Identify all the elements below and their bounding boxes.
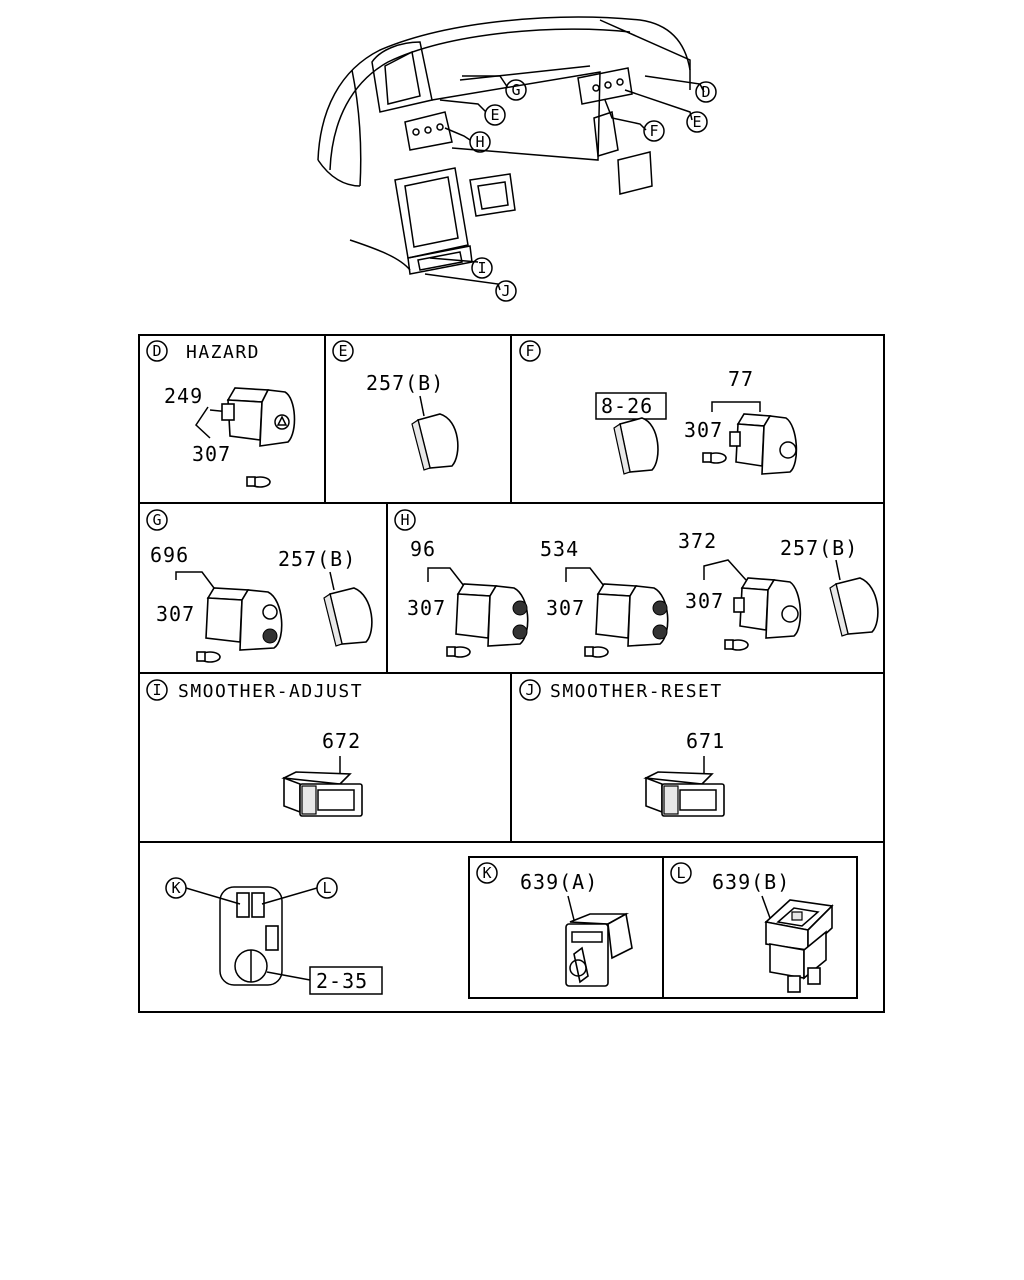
part-639B: 639(B) (712, 870, 790, 894)
bulb-icon (724, 639, 749, 651)
panel-E: E 257(B) (332, 340, 459, 471)
panel-L-letter: L (676, 864, 685, 882)
panel-J-smoother-reset: J SMOOTHER-RESET 671 (519, 679, 725, 817)
panel-H-letter: H (400, 511, 409, 529)
part-257B-G: 257(B) (278, 547, 356, 571)
panel-I-title: SMOOTHER-ADJUST (178, 681, 363, 702)
callout-K: K (171, 879, 180, 897)
callout-L: L (322, 879, 331, 897)
switch-body-icon (733, 577, 802, 639)
switch-cover-icon (411, 413, 459, 471)
part-257B-H: 257(B) (780, 536, 858, 560)
panel-E-letter: E (338, 342, 347, 360)
rotary-switch-icon (565, 912, 633, 987)
part-77: 77 (728, 367, 754, 391)
part-672: 672 (322, 729, 361, 753)
callout-H: H (475, 133, 484, 151)
switch-cover-icon (613, 417, 659, 475)
panel-K-letter: K (482, 864, 491, 882)
switch-body-icon (205, 587, 283, 651)
part-639A: 639(A) (520, 870, 598, 894)
part-372: 372 (678, 529, 717, 553)
switch-cover-icon (829, 577, 879, 637)
part-307-F: 307 (684, 418, 723, 442)
part-696: 696 (150, 543, 189, 567)
part-307-H1: 307 (407, 596, 446, 620)
bulb-icon (584, 646, 609, 658)
switch-cover-icon (323, 587, 373, 647)
bulb-icon (702, 452, 727, 464)
panel-K: K 639(A) (476, 862, 633, 987)
part-249: 249 (164, 384, 203, 408)
panel-D-letter: D (152, 342, 161, 360)
ref-8-26: 8-26 (601, 394, 653, 418)
panel-F: F 8-26 77 307 (519, 340, 798, 475)
part-307-G: 307 (156, 602, 195, 626)
part-96: 96 (410, 537, 436, 561)
parts-table-grid (138, 334, 885, 1013)
callout-E-right: E (692, 113, 701, 131)
dashboard-overview-illustration: G E H D E F I J (317, 16, 717, 302)
panel-KL-location: K L 2-35 (165, 877, 383, 995)
callout-G: G (511, 81, 520, 99)
rocker-switch-icon (281, 771, 363, 817)
switch-body-icon (455, 583, 529, 647)
panel-D-title: HAZARD (186, 342, 260, 363)
bulb-icon (246, 476, 271, 488)
panel-F-letter: F (525, 342, 534, 360)
panel-D-hazard: D HAZARD 249 307 (146, 340, 296, 488)
part-257B-E: 257(B) (366, 371, 444, 395)
part-307-H2: 307 (546, 596, 585, 620)
panel-I-letter: I (152, 681, 161, 699)
part-671: 671 (686, 729, 725, 753)
callout-D: D (701, 83, 710, 101)
callout-I: I (477, 259, 486, 277)
part-307-D: 307 (192, 442, 231, 466)
panel-I-smoother-adjust: I SMOOTHER-ADJUST 672 (146, 679, 363, 817)
callout-E: E (490, 106, 499, 124)
panel-L: L 639(B) (670, 862, 834, 993)
switch-body-icon (729, 413, 798, 475)
part-534: 534 (540, 537, 579, 561)
panel-G-letter: G (152, 511, 161, 529)
ref-2-35: 2-35 (316, 969, 368, 993)
panel-G: G 696 307 257(B) (146, 509, 373, 663)
panel-J-letter: J (525, 681, 534, 699)
part-307-H3: 307 (685, 589, 724, 613)
callout-J: J (501, 282, 510, 300)
panel-J-title: SMOOTHER-RESET (550, 681, 723, 702)
slide-switch-icon (764, 899, 834, 993)
bulb-icon (446, 646, 471, 658)
panel-H: H 96 307 534 307 372 (394, 509, 879, 658)
callout-F: F (649, 122, 658, 140)
hazard-switch-icon (221, 387, 296, 447)
bulb-icon (196, 651, 221, 663)
switch-body-icon (595, 583, 669, 647)
rocker-switch-icon (643, 771, 725, 817)
